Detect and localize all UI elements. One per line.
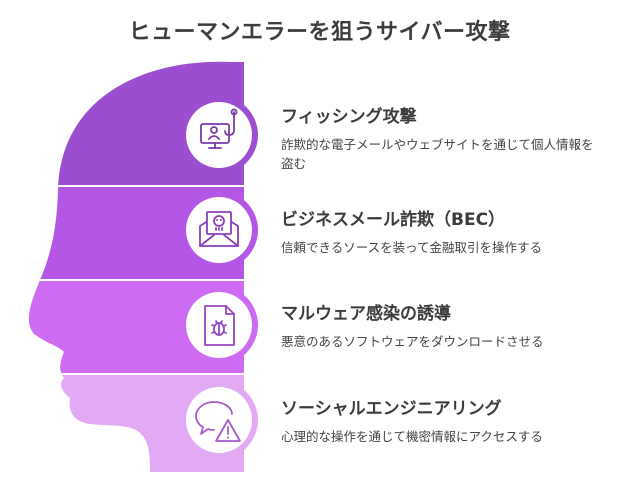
item-heading: フィッシング攻撃 <box>281 107 417 127</box>
item-heading: マルウェア感染の誘導 <box>281 304 451 324</box>
diagram-title: ヒューマンエラーを狙うサイバー攻撃 <box>128 20 511 45</box>
item-phishing: フィッシング攻撃 詐欺的な電子メールやウェブサイトを通じて個人情報を盗む <box>281 102 631 173</box>
phishing-monitor-hook-icon <box>180 96 258 174</box>
item-description: 悪意のあるソフトウェアをダウンロードさせる <box>281 334 544 349</box>
item-heading: ビジネスメール詐欺（BEC） <box>281 210 506 230</box>
item-malware: マルウェア感染の誘導 悪意のあるソフトウェアをダウンロードさせる <box>281 299 631 351</box>
item-social-engineering: ソーシャルエンジニアリング 心理的な操作を通じて機密情報にアクセスする <box>281 394 631 446</box>
item-description: 信頼できるソースを装って金融取引を操作する <box>281 240 543 255</box>
envelope-skull-icon <box>180 191 258 269</box>
item-description: 心理的な操作を通じて機密情報にアクセスする <box>281 429 543 444</box>
item-bec: ビジネスメール詐欺（BEC） 信頼できるソースを装って金融取引を操作する <box>281 205 631 257</box>
item-heading: ソーシャルエンジニアリング <box>281 399 502 419</box>
file-bug-icon <box>180 286 258 364</box>
chat-warning-icon <box>180 381 258 459</box>
item-description: 詐欺的な電子メールやウェブサイトを通じて個人情報を盗む <box>281 137 594 171</box>
